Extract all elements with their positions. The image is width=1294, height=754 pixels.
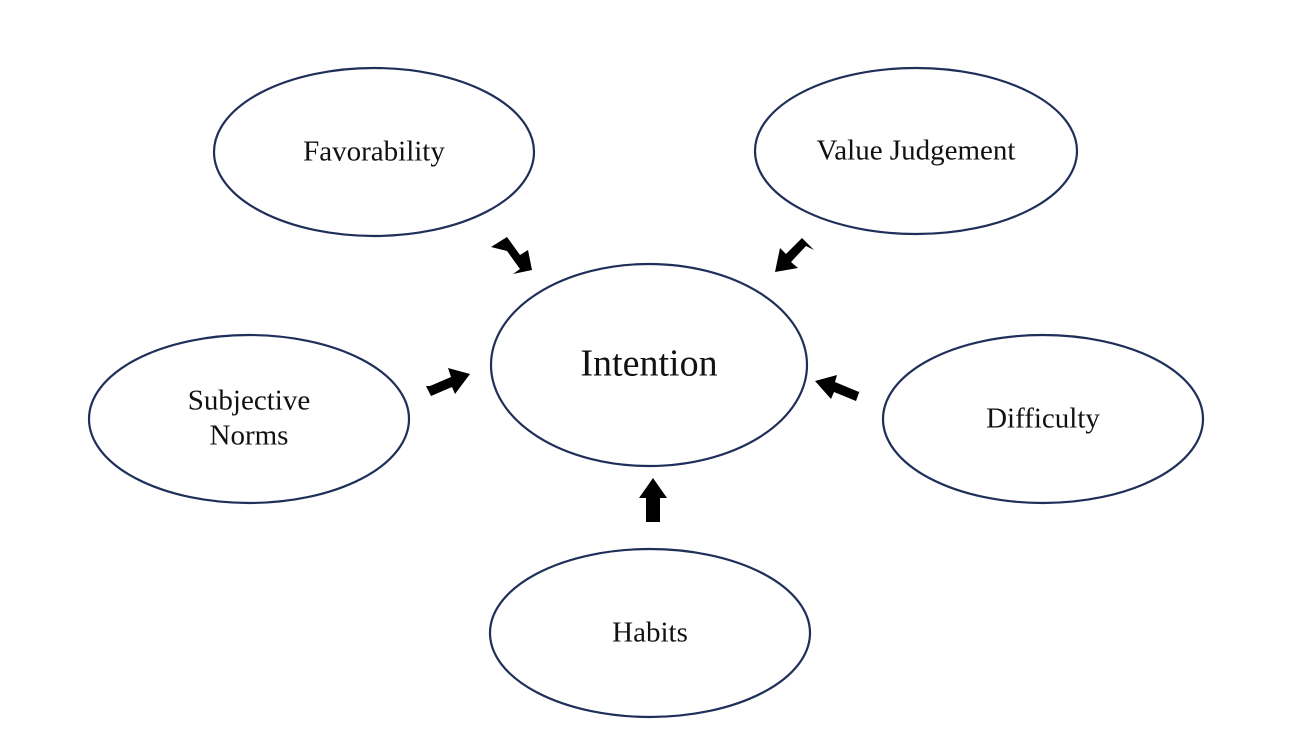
subjective-norms-label-line2: Norms bbox=[210, 420, 289, 452]
favorability-node: Favorability bbox=[212, 66, 536, 238]
subjective-norms-label-line1: Subjective bbox=[188, 385, 310, 417]
difficulty-node: Difficulty bbox=[881, 333, 1205, 505]
arrow-habits-to-intention bbox=[639, 478, 667, 522]
arrow-difficulty-to-intention bbox=[815, 375, 860, 401]
subjective-norms-ellipse bbox=[87, 333, 411, 505]
value-judgement-ellipse bbox=[753, 66, 1079, 236]
habits-node: Habits bbox=[488, 547, 812, 719]
arrow-value-judgement-to-intention bbox=[775, 238, 814, 272]
subjective-norms-node: Subjective Norms bbox=[87, 333, 411, 505]
intention-ellipse bbox=[489, 262, 809, 468]
value-judgement-label: Value Judgement bbox=[817, 135, 1016, 167]
favorability-ellipse bbox=[212, 66, 536, 238]
intention-node: Intention bbox=[489, 262, 809, 468]
favorability-label: Favorability bbox=[303, 136, 445, 168]
difficulty-label: Difficulty bbox=[986, 403, 1100, 435]
value-judgement-node: Value Judgement bbox=[753, 66, 1079, 236]
arrow-subjective-norms-to-intention bbox=[426, 368, 470, 396]
intention-label: Intention bbox=[580, 343, 717, 385]
arrow-favorability-to-intention bbox=[491, 237, 532, 274]
habits-label: Habits bbox=[612, 617, 688, 649]
habits-ellipse bbox=[488, 547, 812, 719]
difficulty-ellipse bbox=[881, 333, 1205, 505]
